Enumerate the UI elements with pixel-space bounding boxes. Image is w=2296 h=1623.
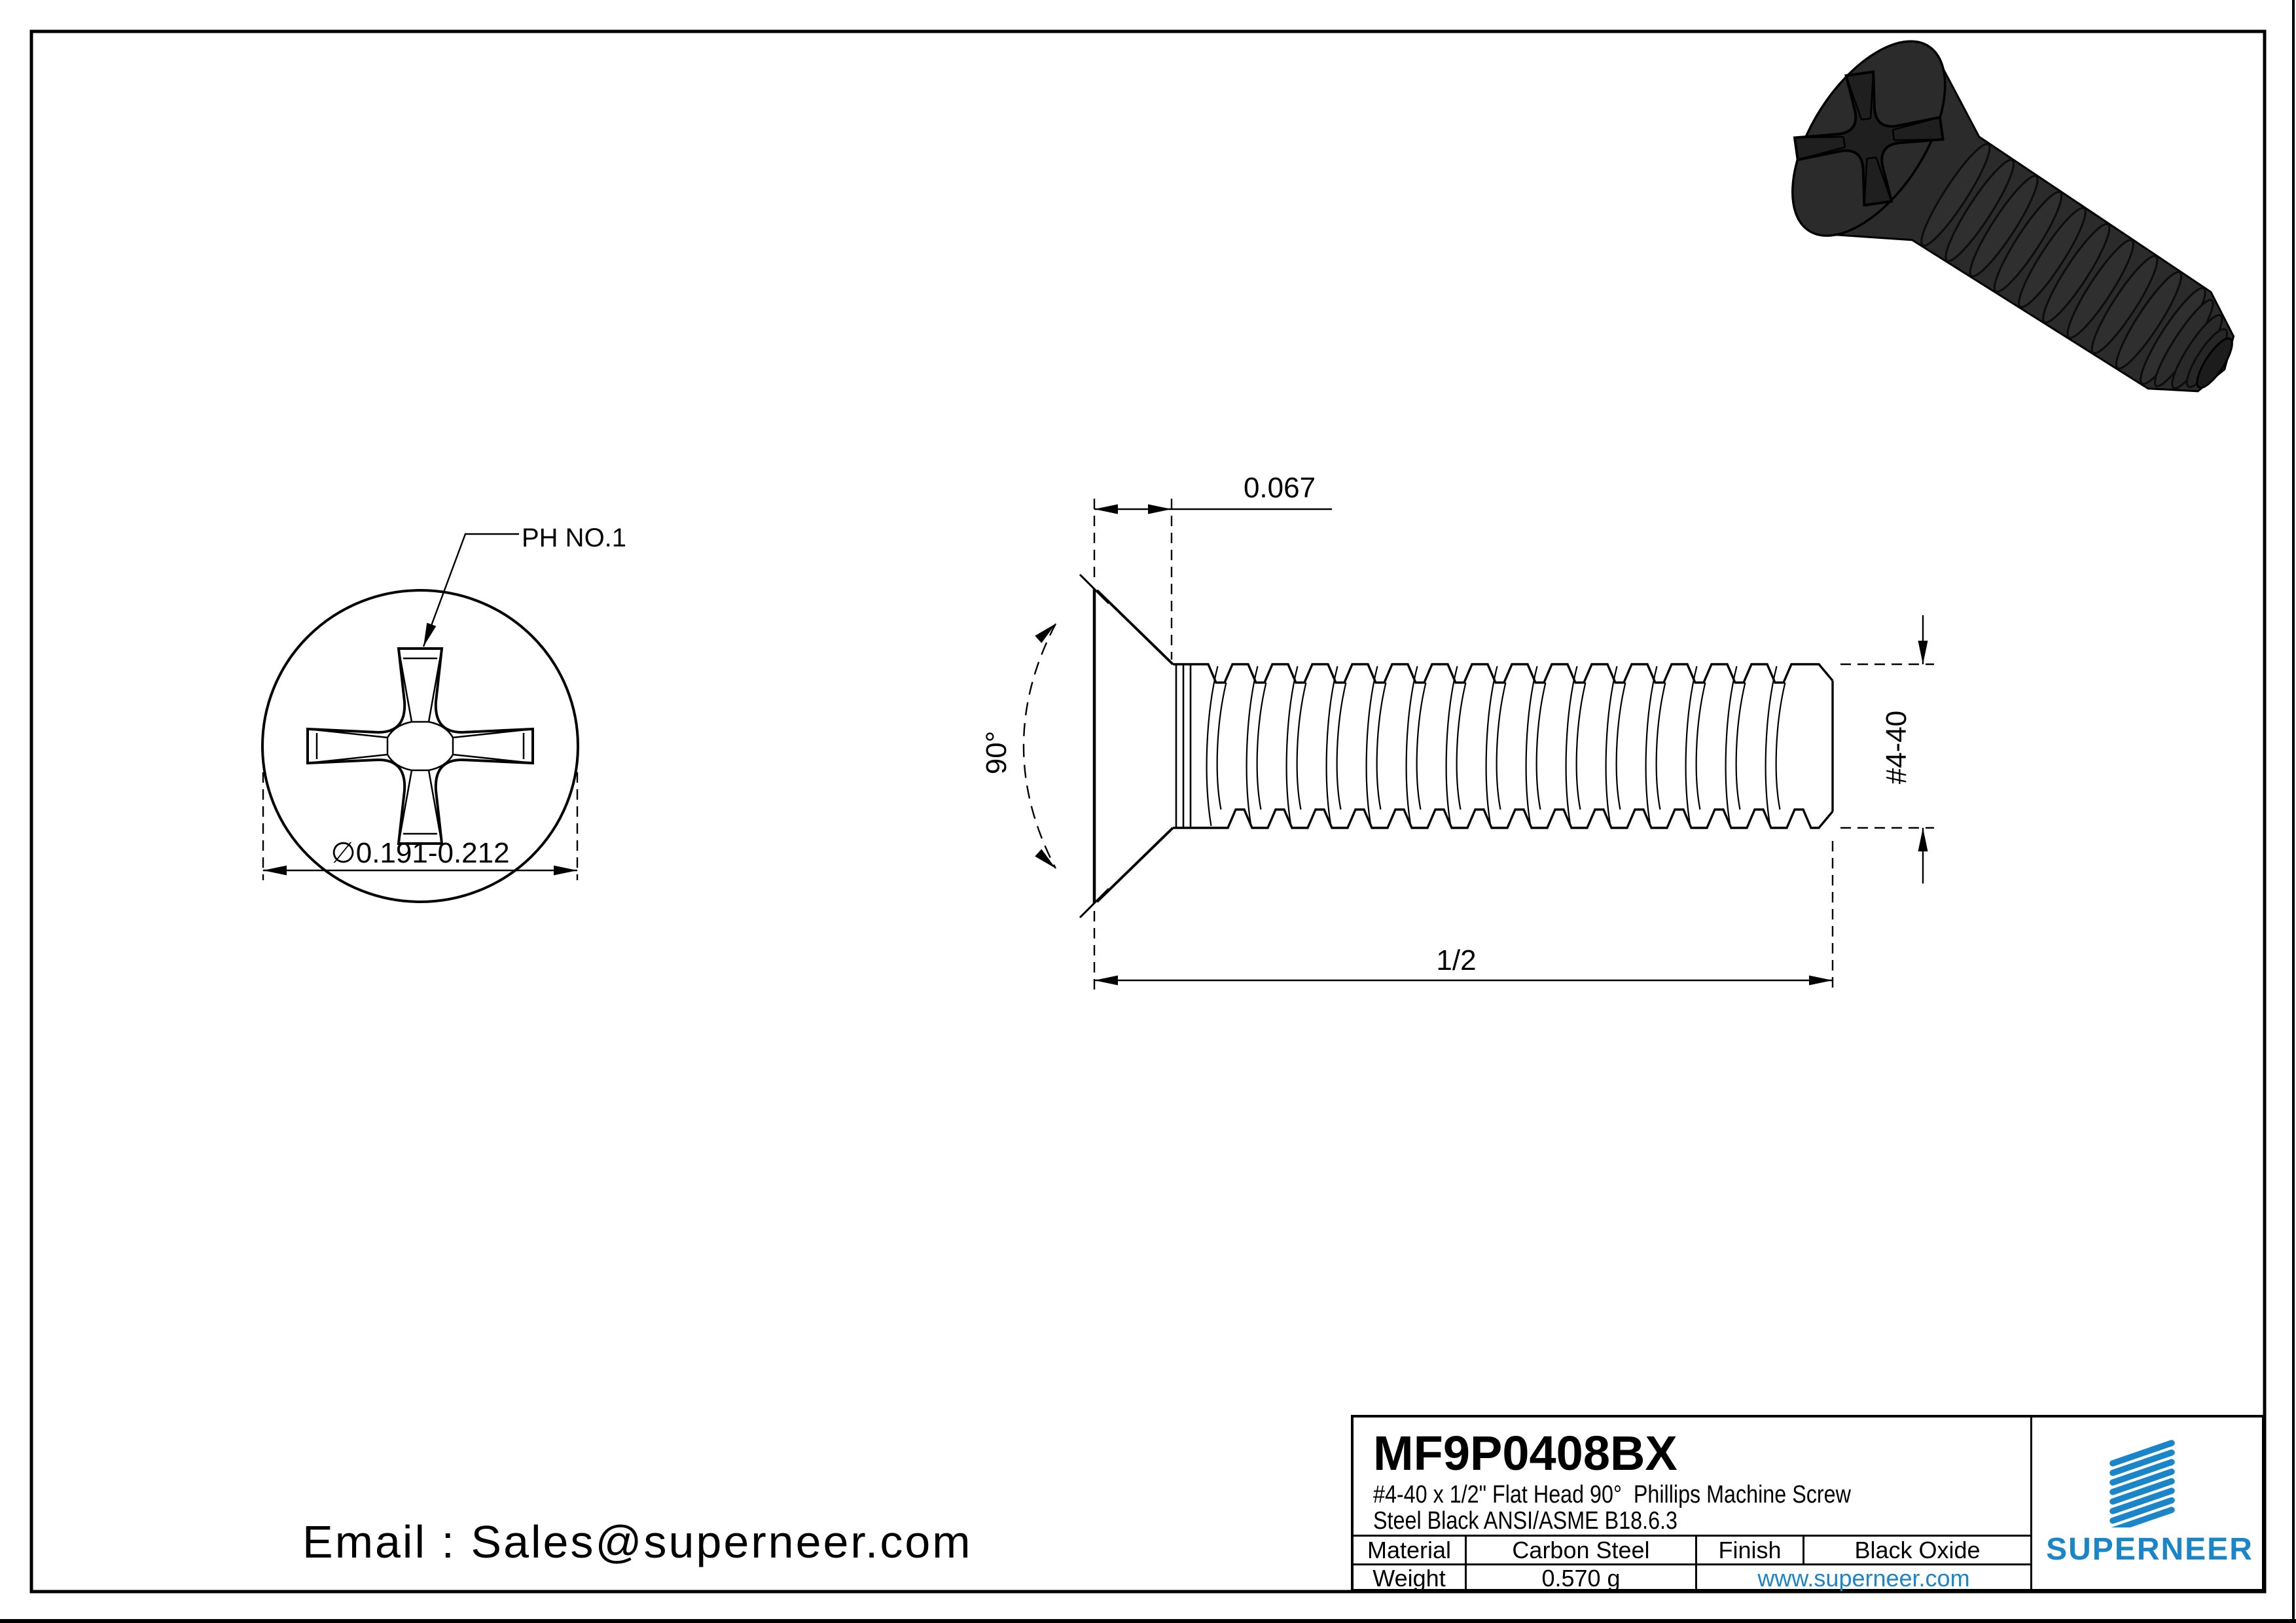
screw-3d-ridge bbox=[2042, 223, 2111, 324]
ph-leader-line bbox=[422, 533, 519, 647]
thread-flank bbox=[1765, 666, 1786, 827]
length-extension-lines bbox=[1093, 841, 1834, 990]
corner-ticks bbox=[1079, 573, 1110, 919]
thread-flank bbox=[1605, 666, 1626, 827]
thread-flank bbox=[1246, 666, 1267, 827]
finish-label: Finish bbox=[1718, 1536, 1782, 1563]
arrowhead bbox=[1094, 504, 1118, 514]
screw-3d-phillips-recess bbox=[1793, 70, 1945, 207]
front-view bbox=[261, 533, 579, 903]
thread-dia-extension-lines bbox=[1840, 663, 1934, 829]
title-block: MF9P0408BX #4-40 x 1/2" Flat Head 90° Ph… bbox=[1351, 1415, 2265, 1592]
finish-value: Black Oxide bbox=[1854, 1536, 1981, 1563]
dimension-arrowheads bbox=[263, 504, 1928, 986]
website-link[interactable]: www.superneer.com bbox=[1757, 1565, 1970, 1592]
screw-3d-ridge bbox=[2066, 239, 2134, 339]
thread-flank bbox=[1206, 666, 1227, 827]
right-edge-bar bbox=[2292, 0, 2295, 1623]
arrowhead bbox=[1918, 641, 1928, 664]
part-description-line1: #4-40 x 1/2" Flat Head 90° Phillips Mach… bbox=[1373, 1480, 1851, 1508]
countersink-angle-arc bbox=[1022, 623, 1057, 869]
head-outline-circle bbox=[261, 589, 579, 903]
screw-3d-ridge bbox=[1969, 175, 2039, 277]
phillips-cross-outline bbox=[306, 647, 534, 845]
length-label: 1/2 bbox=[1436, 944, 1476, 976]
thread-flank bbox=[1525, 666, 1547, 827]
thread-bottom-profile bbox=[1173, 808, 1834, 829]
material-value: Carbon Steel bbox=[1512, 1536, 1650, 1563]
thread-flank bbox=[1285, 666, 1307, 827]
weight-value: 0.570 g bbox=[1541, 1565, 1621, 1592]
part-number: MF9P0408BX bbox=[1373, 1425, 1677, 1480]
arrowhead bbox=[1094, 975, 1118, 986]
thread-flank bbox=[1365, 666, 1387, 827]
ph-size-label: PH NO.1 bbox=[522, 524, 626, 552]
superneer-logo-icon bbox=[2109, 1440, 2175, 1527]
arrowhead bbox=[1035, 624, 1056, 643]
thread-flank bbox=[1325, 666, 1347, 827]
arrowhead bbox=[1035, 849, 1056, 868]
weight-label: Weight bbox=[1372, 1565, 1446, 1592]
title-block-col-line-2 bbox=[1695, 1535, 1697, 1589]
screw-3d-render bbox=[1791, 40, 2235, 393]
arrowhead bbox=[263, 865, 287, 876]
countersink-angle-label: 90° bbox=[980, 731, 1013, 775]
phillips-cross-inner-lines bbox=[307, 648, 533, 844]
screw-3d-ridge bbox=[2018, 207, 2087, 308]
screw-3d-ridge bbox=[2090, 255, 2159, 355]
arrowhead bbox=[1148, 504, 1172, 514]
shank-neck-lines bbox=[1175, 665, 1192, 827]
contact-email: Email : Sales@superneer.com bbox=[302, 1516, 973, 1567]
title-block-col-line-3 bbox=[1803, 1535, 1804, 1563]
thread-size-label: #4-40 bbox=[1880, 711, 1912, 785]
side-view bbox=[1022, 499, 1934, 990]
head-diameter-label: ∅0.191-0.212 bbox=[331, 837, 509, 869]
bottom-edge-bar bbox=[0, 1619, 2296, 1623]
arrowhead bbox=[1918, 828, 1928, 851]
head-cone-edges bbox=[1096, 589, 1174, 903]
brand-wordmark: SUPERNEER bbox=[2046, 1531, 2253, 1567]
head-height-label: 0.067 bbox=[1244, 472, 1316, 504]
screw-3d-ridge bbox=[1945, 158, 2015, 262]
arrowhead bbox=[1809, 975, 1833, 986]
arrowhead bbox=[423, 622, 437, 647]
title-block-row-line-2 bbox=[1354, 1563, 2030, 1565]
thread-flank bbox=[1485, 666, 1507, 827]
title-block-row-line-1 bbox=[1354, 1535, 2030, 1537]
screw-3d-thread-ridges bbox=[1920, 143, 2229, 389]
part-description-line2: Steel Black ANSI/ASME B18.6.3 bbox=[1373, 1507, 1678, 1535]
title-block-col-line-1 bbox=[1465, 1535, 1467, 1589]
screw-3d-ridge bbox=[1920, 143, 1991, 247]
page-border bbox=[29, 29, 2267, 1594]
arrowhead bbox=[554, 865, 577, 876]
diameter-extension-lines bbox=[262, 772, 579, 880]
thread-flank bbox=[1645, 666, 1666, 827]
thread-flank bbox=[1445, 666, 1467, 827]
thread-flank bbox=[1405, 666, 1427, 827]
screw-3d-ridge bbox=[1993, 190, 2063, 293]
thread-flank-lines bbox=[1206, 666, 1786, 827]
screw-3d-ridge bbox=[2115, 271, 2183, 370]
title-block-divider-vertical bbox=[2030, 1418, 2032, 1589]
head-height-extension-lines bbox=[1093, 499, 1173, 660]
thread-flank bbox=[1565, 666, 1587, 827]
thread-flank bbox=[1725, 666, 1746, 827]
thread-flank bbox=[1685, 666, 1706, 827]
screw-3d-tip bbox=[2196, 337, 2233, 389]
material-label: Material bbox=[1367, 1536, 1452, 1563]
thread-top-profile bbox=[1173, 663, 1834, 684]
